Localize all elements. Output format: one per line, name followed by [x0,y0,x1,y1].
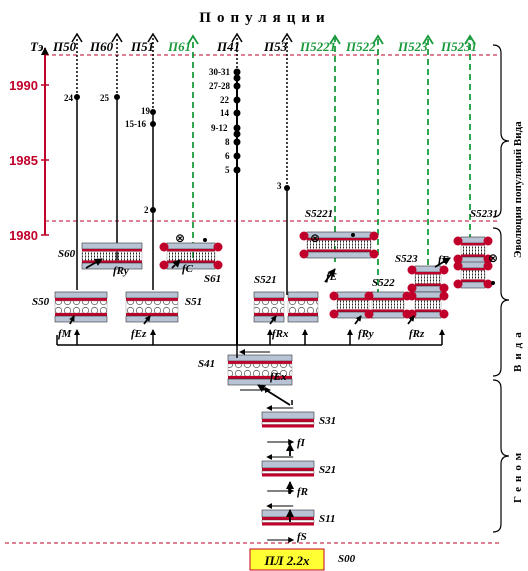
base-box [249,548,325,571]
svg-text:fI: fI [297,437,306,449]
svg-text:27-28: 27-28 [209,81,230,91]
population-labels: П50 П60 П51 П61 П41 П53 П5221 П522 П523 … [52,39,477,54]
line-points [74,68,290,213]
species-side-label: Вида [512,327,524,372]
point-labels: 24 25 19 15-16 2 30-31 27-28 22 14 9-12 … [64,67,282,215]
state-s522: S522 [372,277,395,289]
genome-block-s523b [407,291,449,319]
svg-text:19: 19 [141,106,151,116]
svg-text:fS: fS [297,531,307,543]
evolution-side-label: Эволюция популяций Вида [512,121,524,258]
population-label-p50: П50 [52,39,77,54]
genome-block-s51 [125,291,179,323]
genome-block-s523a [407,265,449,293]
genome-side-label: Геном [512,448,524,503]
population-label-p53: П53 [263,39,288,54]
factor-labels: fRy fC fM fEz fEx fI fR fS fRx fE fRy fR… [58,254,449,543]
branch-lines [56,329,445,405]
state-s60: S60 [58,248,76,260]
green-population-lines [187,34,476,295]
svg-text:15-16: 15-16 [125,119,146,129]
svg-text:⊗: ⊗ [175,231,185,245]
base-label: ПЛ 2.2х [263,553,310,568]
species-brace [492,227,510,377]
genome-block-s522b [364,291,412,319]
markers: ⊗ ⊗ ⊗ [175,231,498,285]
genome-structures [54,231,493,543]
genome-block-s11 [261,509,315,526]
svg-text:fEz: fEz [131,328,147,340]
population-label-p60: П60 [89,39,114,54]
state-s521: S521 [254,274,277,286]
svg-text:24: 24 [64,93,74,103]
svg-text:25: 25 [100,93,110,103]
svg-text:9-12: 9-12 [211,123,228,133]
svg-text:fRz: fRz [409,328,425,340]
genome-block-s60 [81,242,143,270]
state-s11: S11 [319,513,336,525]
population-label-p523: П523 [397,39,428,54]
state-s41: S41 [198,358,215,370]
genome-block-s521b [287,291,319,323]
population-label-p5231: П5231 [440,39,477,54]
genome-block-s41 [227,354,293,386]
svg-text:⊗: ⊗ [488,251,498,265]
svg-text:6: 6 [225,151,230,161]
state-s523: S523 [395,253,418,265]
genome-brace [492,379,510,533]
tick-1985: 1985 [9,153,38,168]
svg-text:14: 14 [220,108,230,118]
state-s50: S50 [32,296,50,308]
state-s51: S51 [185,296,202,308]
svg-text:fE: fE [326,271,337,283]
state-s21: S21 [319,464,336,476]
factor-arrows [69,257,451,522]
genome-block-s31 [261,411,315,428]
svg-text:30-31: 30-31 [209,67,230,77]
svg-text:5: 5 [225,165,230,175]
svg-text:fEx: fEx [270,371,287,383]
svg-text:fC: fC [182,263,194,275]
genome-block-s5231b [453,261,493,289]
genome-block-s21 [261,460,315,477]
state-s31: S31 [319,415,336,427]
state-labels: S60 S50 S61 S51 S41 S31 S21 S11 S00 S521… [32,208,498,565]
svg-text:2: 2 [144,205,149,215]
svg-text:22: 22 [220,95,230,105]
state-s5231: S5231 [470,208,498,220]
state-s5221: S5221 [305,208,333,220]
time-axis-label: Tэ [30,39,44,54]
state-s61: S61 [204,273,221,285]
diagram-title: Популяции [199,10,330,26]
genome-block-s5231a [453,236,493,264]
svg-text:⊗: ⊗ [310,231,320,245]
population-label-p5221: П5221 [299,39,336,54]
time-axis-ticks [41,84,49,236]
evolution-brace [492,44,510,218]
svg-text:fRy: fRy [113,265,129,277]
svg-text:fRx: fRx [272,328,289,340]
tick-1980: 1980 [9,228,38,243]
svg-text:fE: fE [438,254,449,266]
svg-text:fM: fM [58,328,73,340]
svg-text:3: 3 [277,181,282,191]
population-label-p51: П51 [130,39,154,54]
population-label-p61: П61 [167,39,191,54]
genome-block-s50 [54,291,108,323]
state-s00: S00 [338,553,356,565]
genome-block-s61 [159,242,223,270]
genome-block-s521a [253,291,285,323]
svg-text:fR: fR [297,486,308,498]
population-label-p41: П41 [216,39,240,54]
tick-1990: 1990 [9,78,38,93]
population-label-p522: П522 [345,39,376,54]
population-lines [71,32,293,345]
svg-text:fRy: fRy [358,328,374,340]
genome-block-s5221 [299,231,379,259]
svg-text:8: 8 [225,137,230,147]
